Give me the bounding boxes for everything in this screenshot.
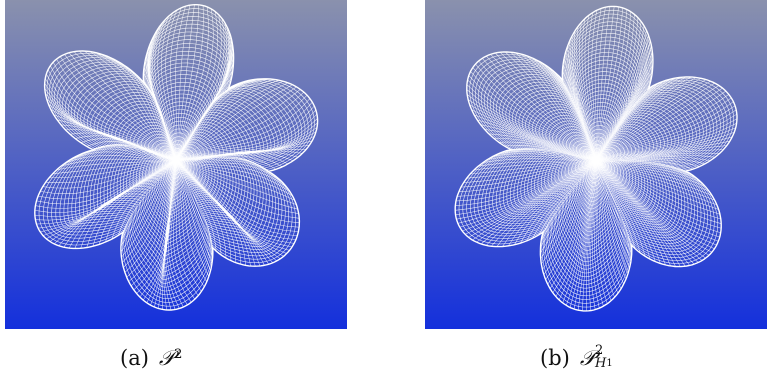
- caption-b-symbol: 𝒫: [579, 346, 595, 370]
- mesh-lines: [34, 4, 318, 310]
- flower-mesh-a-icon: [5, 0, 347, 329]
- caption-a: (a) 𝒫2: [120, 343, 182, 373]
- caption-b-subscript-base: H: [595, 355, 607, 371]
- panel-b-image: [425, 0, 767, 329]
- caption-a-symbol: 𝒫: [158, 346, 175, 370]
- panel-a-image: [5, 0, 347, 329]
- caption-b-subscript: H1: [595, 357, 613, 370]
- flower-outline: [34, 4, 319, 311]
- mesh-lines: [455, 6, 737, 311]
- caption-b-subscript-sup: 1: [606, 357, 613, 369]
- caption-b-tag: (b): [540, 346, 570, 370]
- flower-outline: [454, 5, 738, 312]
- flower-mesh-b-icon: [425, 0, 767, 329]
- caption-b-superscript: 2: [595, 342, 604, 358]
- caption-a-superscript: 2: [174, 347, 183, 362]
- caption-a-tag: (a): [120, 346, 149, 370]
